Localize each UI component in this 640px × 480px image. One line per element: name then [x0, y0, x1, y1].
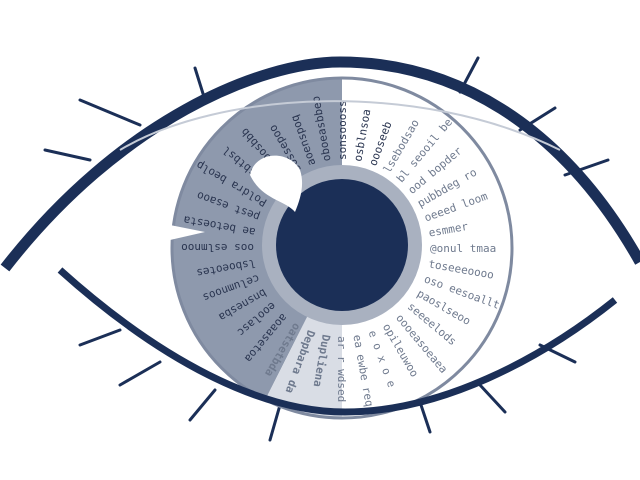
iris-text: ar r wdsed: [335, 336, 348, 402]
iris-text: sonsoooss: [336, 100, 349, 160]
iris-border: [170, 76, 514, 420]
eyelash: [118, 360, 162, 387]
pupil: [276, 179, 408, 311]
eyelash: [43, 148, 92, 162]
eyelash: [478, 383, 507, 414]
light-streak: [170, 225, 205, 240]
iris-text: oos eslmnoo: [181, 241, 254, 254]
upper-eyelid: [0, 56, 640, 272]
eyelash: [78, 98, 142, 127]
lower-eyelid: [57, 267, 618, 416]
eyelash: [188, 388, 217, 422]
iris-text: @onul tmaa: [430, 242, 496, 255]
eyelash: [268, 403, 282, 442]
highlight-reflection: [250, 155, 303, 212]
eyelash: [418, 400, 432, 434]
eyelash: [78, 328, 122, 347]
upper-lid-crease: [119, 100, 561, 151]
